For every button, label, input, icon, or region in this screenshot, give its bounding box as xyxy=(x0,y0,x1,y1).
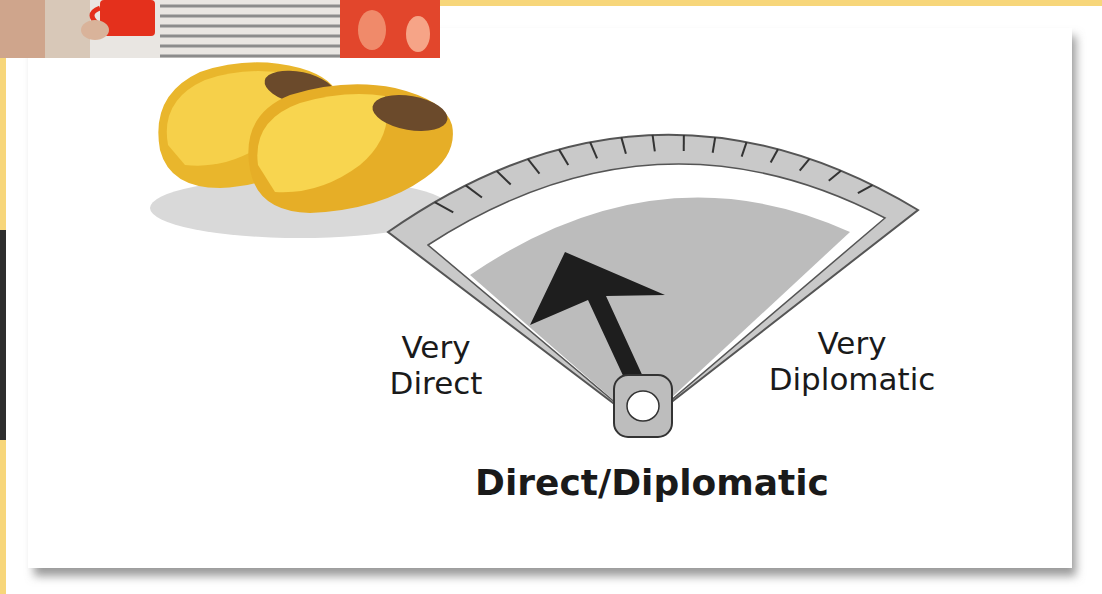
scale-end-label: Very Diplomatic xyxy=(769,326,936,397)
gauge-tick xyxy=(771,149,778,162)
gauge-tick xyxy=(590,142,597,158)
gauge-tick xyxy=(653,135,655,151)
needle-knob xyxy=(614,375,672,437)
gauge-tick xyxy=(497,171,511,185)
gauge-tick xyxy=(435,202,454,212)
gauge-tick xyxy=(800,159,810,171)
gauge-tick xyxy=(858,185,873,193)
gauge-tick xyxy=(559,149,568,165)
gauge-tick xyxy=(528,159,540,174)
gauge-tick xyxy=(466,185,482,197)
clogs-illustration xyxy=(150,62,453,238)
frame-strip xyxy=(0,58,6,594)
gauge-ticks xyxy=(435,135,873,213)
photo-edge xyxy=(0,230,6,440)
knob-hole xyxy=(627,391,659,421)
gauge-tick xyxy=(829,171,841,181)
gauge-tick xyxy=(683,135,685,151)
card xyxy=(28,28,1072,568)
scale-end-label: Very Direct xyxy=(390,330,483,401)
gauge-needle xyxy=(530,252,665,395)
frame-strip xyxy=(440,0,1102,6)
gauge-tick xyxy=(621,137,626,153)
gauge-tick xyxy=(713,137,716,152)
gauge-tick xyxy=(742,142,747,157)
gauge-caption: Direct/Diplomatic xyxy=(475,462,829,503)
photo-crop xyxy=(0,0,440,58)
